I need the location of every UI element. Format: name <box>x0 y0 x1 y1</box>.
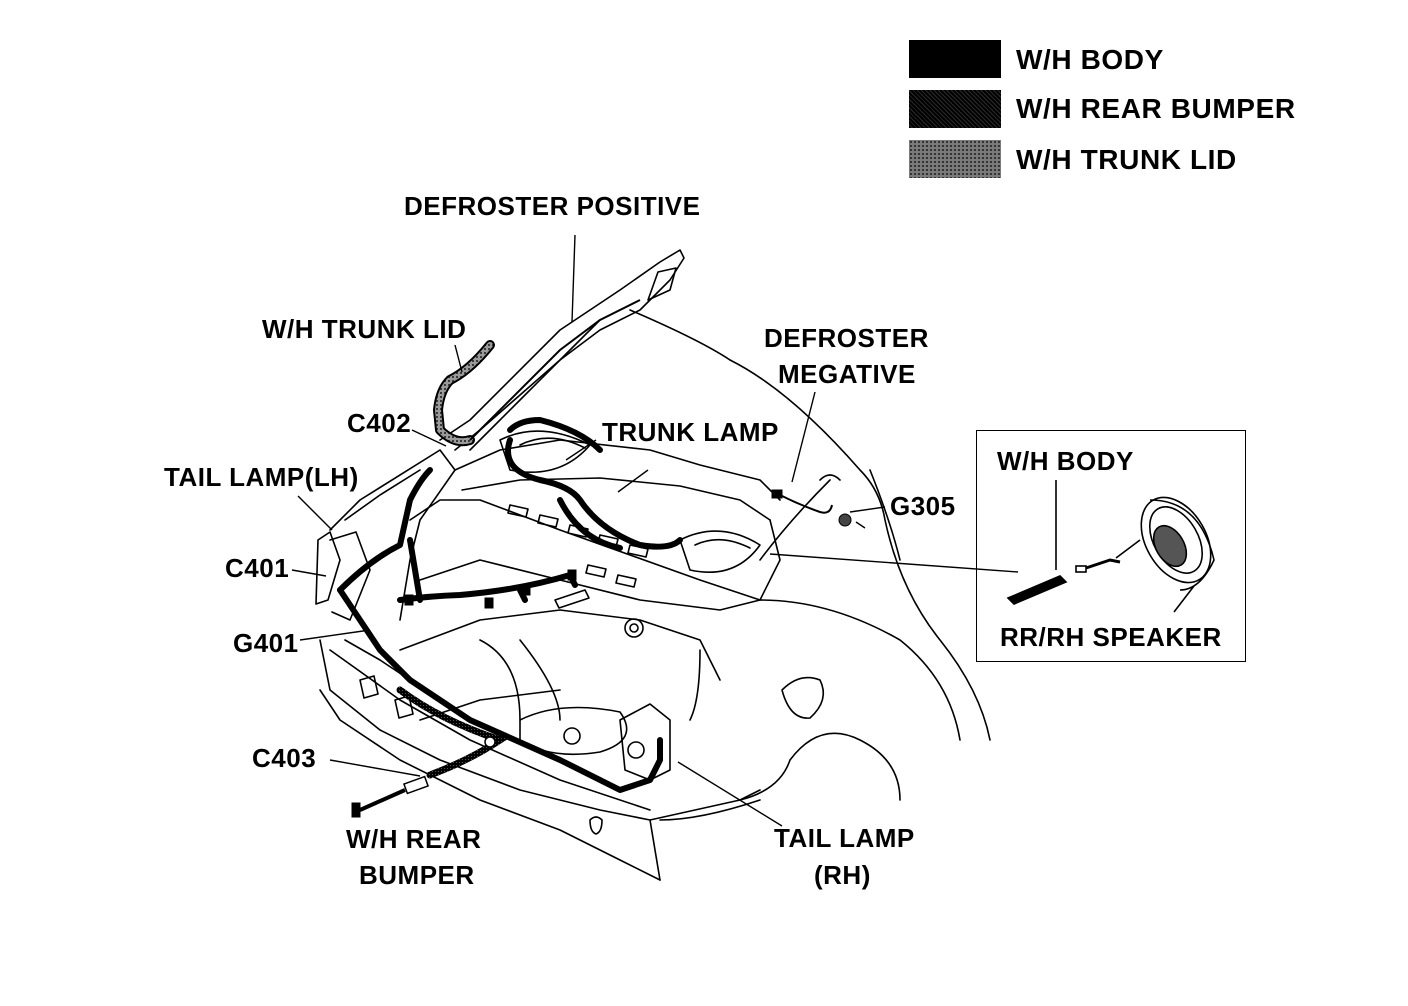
speaker-inset-box <box>976 430 1246 662</box>
harness-body <box>337 417 683 793</box>
legend-swatch-trunk-lid <box>909 140 1001 178</box>
label-tail-lamp-lh: TAIL LAMP(LH) <box>164 462 359 492</box>
label-c402: C402 <box>347 408 412 438</box>
leader-lines <box>291 234 1019 827</box>
label-tail-lamp-rh-line1: TAIL LAMP <box>774 823 915 853</box>
legend-swatch-body <box>909 40 1001 78</box>
connectors <box>351 489 852 818</box>
harness-trunk-lid <box>433 340 495 447</box>
legend-label-trunk-lid: W/H TRUNK LID <box>1016 144 1237 175</box>
label-wh-rear-bumper-line2: BUMPER <box>359 860 475 890</box>
label-inset-wh-body: W/H BODY <box>997 446 1134 476</box>
legend-label-body: W/H BODY <box>1016 44 1164 75</box>
legend-swatch-rear-bumper <box>909 90 1001 128</box>
harness-rear-bumper <box>396 686 508 779</box>
label-g401: G401 <box>233 628 299 658</box>
label-wh-trunk-lid: W/H TRUNK LID <box>262 314 467 344</box>
legend-label-rear-bumper: W/H REAR BUMPER <box>1016 93 1296 124</box>
label-trunk-lamp: TRUNK LAMP <box>602 417 779 447</box>
label-tail-lamp-rh-line2: (RH) <box>814 860 871 890</box>
label-defroster-positive: DEFROSTER POSITIVE <box>404 191 701 221</box>
speaker-inset-drawing <box>1006 480 1215 613</box>
label-defroster-negative-line2: MEGATIVE <box>778 359 916 389</box>
label-inset-speaker: RR/RH SPEAKER <box>1000 622 1222 652</box>
label-defroster-negative-line1: DEFROSTER <box>764 323 929 353</box>
label-g305: G305 <box>890 491 956 521</box>
label-c403: C403 <box>252 743 317 773</box>
defroster-wiring <box>469 299 833 514</box>
label-c401: C401 <box>225 553 290 583</box>
label-wh-rear-bumper-line1: W/H REAR <box>346 824 482 854</box>
